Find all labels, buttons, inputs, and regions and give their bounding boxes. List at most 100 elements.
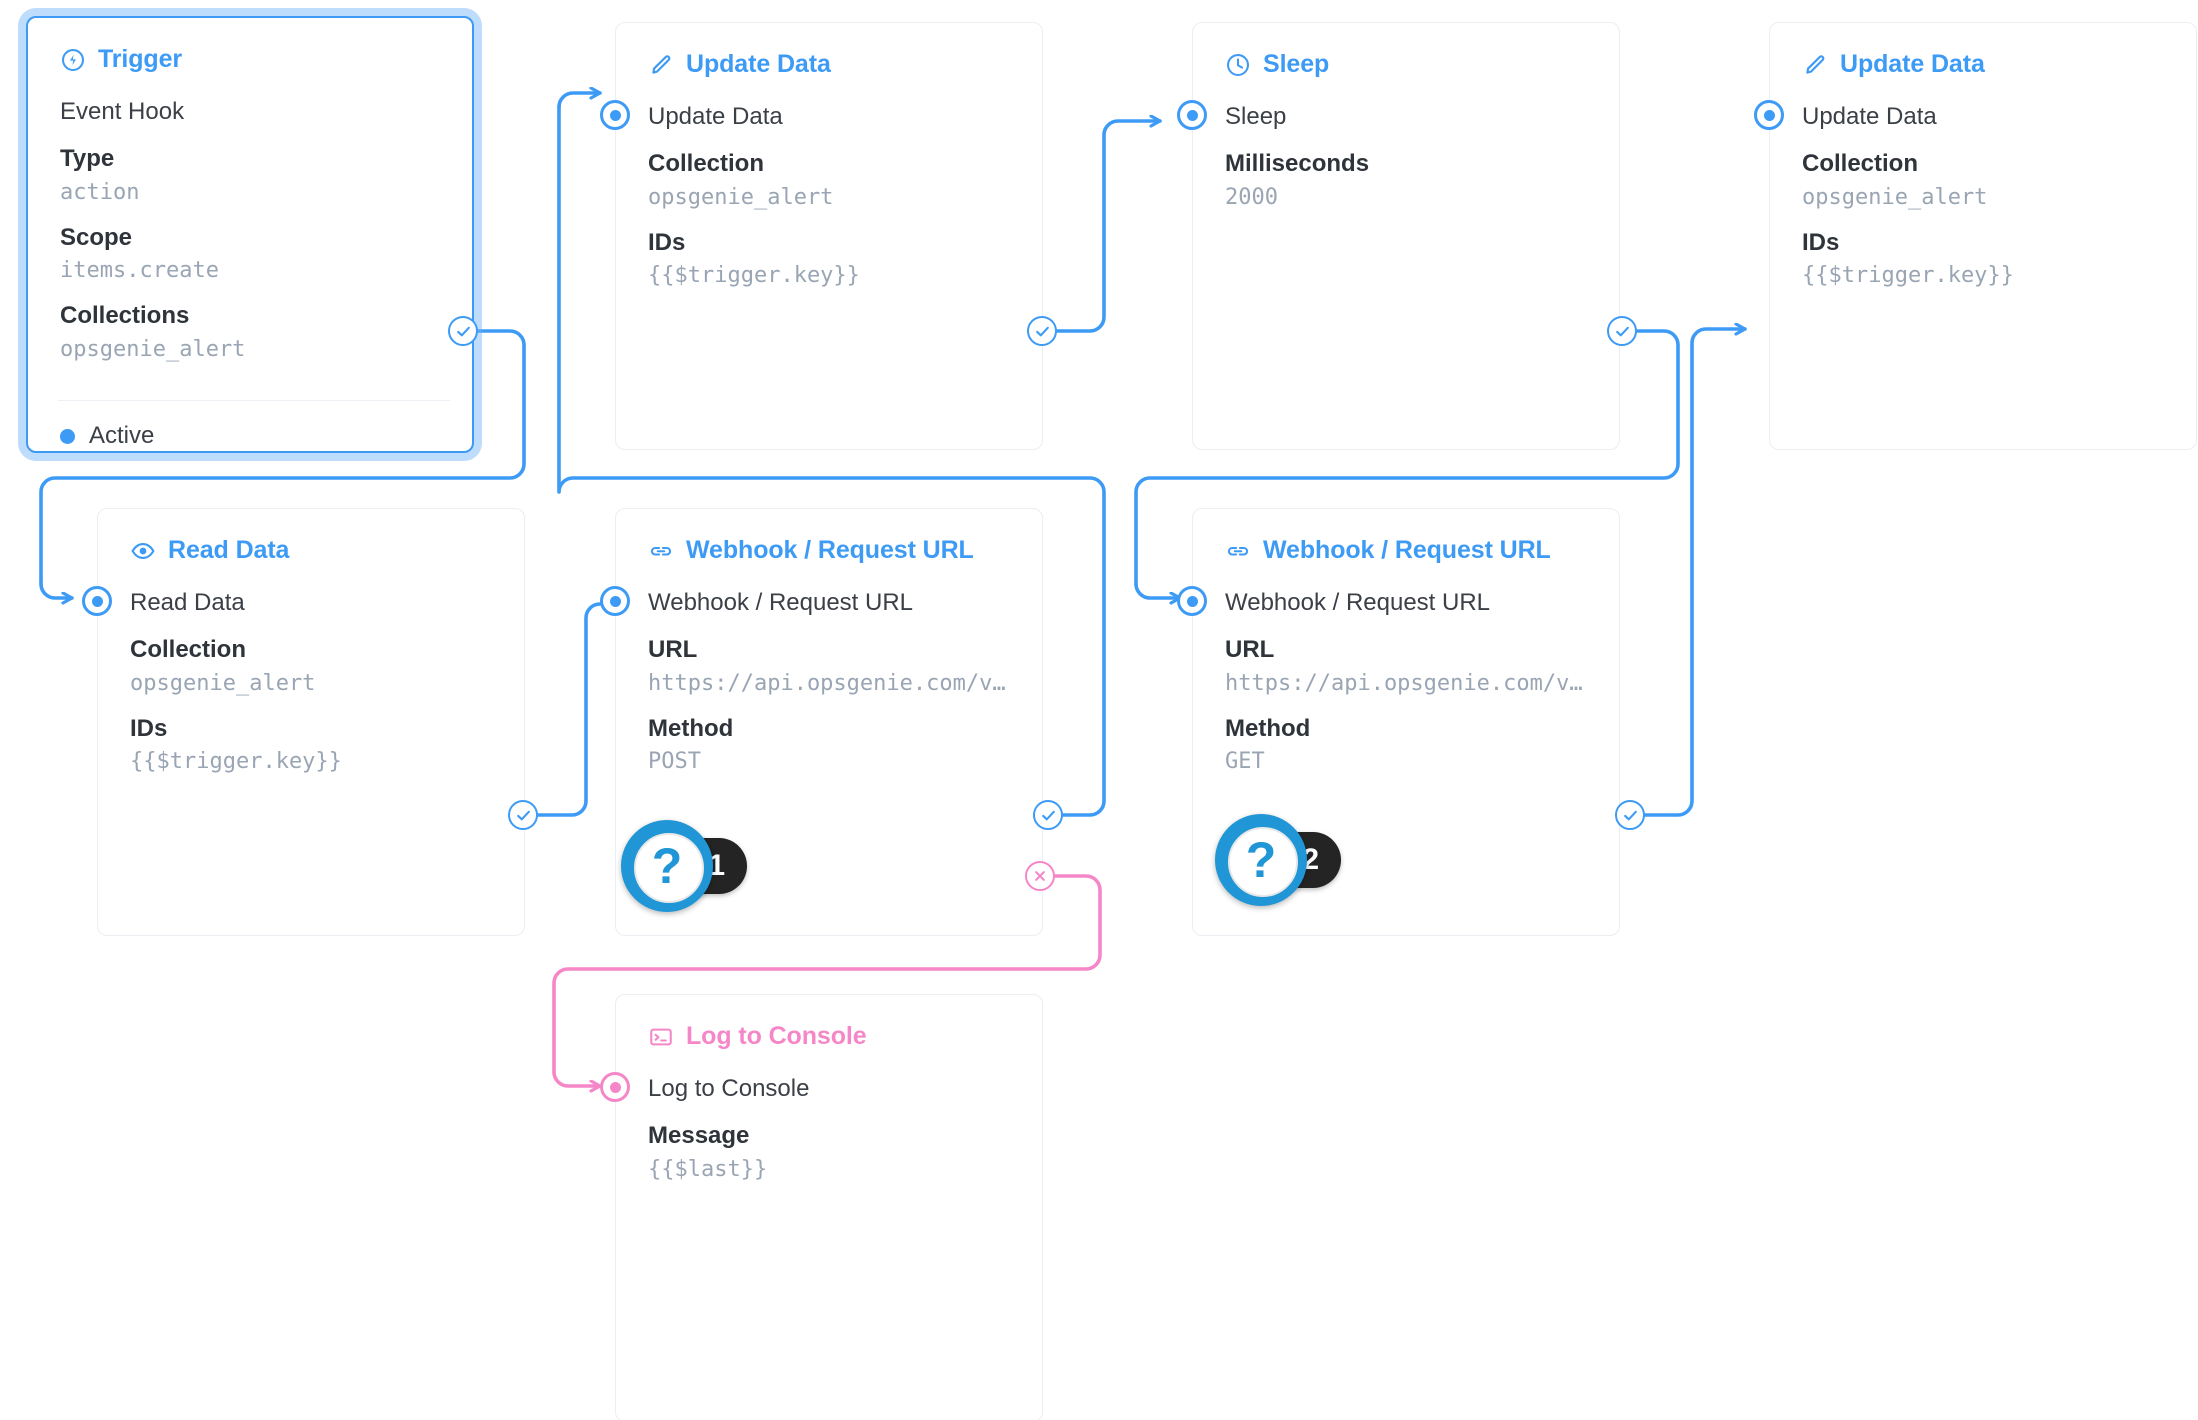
resolve-port-sleep[interactable] (1607, 316, 1637, 346)
node-header-webhook-get: Webhook / Request URL (1193, 509, 1619, 565)
resolve-port-update-data-1[interactable] (1027, 316, 1057, 346)
field-value-message: {{$last}} (648, 1156, 768, 1182)
field-value-ids: {{$trigger.key}} (130, 749, 342, 775)
node-row-name: Update Data (1802, 103, 1937, 130)
field-label-milliseconds: Milliseconds (1225, 150, 1370, 177)
field-value-method: POST (648, 749, 701, 775)
node-card-update-data-2[interactable]: Update Data Update Data Collection opsge… (1769, 22, 2197, 450)
node-header-log-to-console: Log to Console (616, 995, 1042, 1051)
reject-port-webhook-post[interactable] (1025, 861, 1055, 891)
input-port-read-data[interactable] (82, 586, 112, 616)
node-title: Webhook / Request URL (686, 536, 974, 564)
node-card-read-data[interactable]: Read Data Read Data Collection opsgenie_… (97, 508, 525, 936)
card-divider (58, 400, 450, 401)
node-title: Log to Console (686, 1022, 867, 1050)
field-label-collections: Collections (60, 302, 190, 330)
help-badge-2[interactable]: 2 ? (1215, 814, 1341, 906)
node-row-name: Read Data (130, 589, 245, 616)
node-row-name: Webhook / Request URL (1225, 589, 1491, 616)
field-value-collection: opsgenie_alert (648, 184, 834, 210)
field-value-collection: opsgenie_alert (1802, 184, 1988, 210)
node-header-webhook-post: Webhook / Request URL (616, 509, 1042, 565)
field-label-collection: Collection (648, 150, 765, 177)
link-icon (1225, 538, 1251, 564)
pencil-icon (1802, 52, 1828, 78)
input-port-sleep[interactable] (1177, 100, 1207, 130)
field-value-method: GET (1225, 749, 1265, 775)
help-question-symbol: ? (1245, 832, 1277, 888)
node-body-webhook-post: Webhook / Request URL URL https://api.op… (616, 565, 1042, 778)
node-card-log-to-console[interactable]: Log to Console Log to Console Message {{… (615, 994, 1043, 1420)
node-header-trigger: Trigger (28, 18, 472, 74)
node-title: Update Data (686, 50, 831, 78)
link-icon (648, 538, 674, 564)
node-header-sleep: Sleep (1193, 23, 1619, 79)
field-value-type: action (60, 179, 140, 205)
node-row-name: Log to Console (648, 1075, 810, 1102)
field-value-url: https://api.opsgenie.com/v… (648, 670, 1006, 696)
help-question-icon[interactable]: ? (621, 820, 713, 912)
status-label: Active (89, 422, 155, 449)
node-card-update-data-1[interactable]: Update Data Update Data Collection opsge… (615, 22, 1043, 450)
help-question-icon[interactable]: ? (1215, 814, 1307, 906)
node-body-sleep: Sleep Milliseconds 2000 (1193, 79, 1619, 214)
field-value-ids: {{$trigger.key}} (1802, 263, 2014, 289)
field-label-type: Type (60, 145, 115, 172)
node-title: Read Data (168, 536, 290, 564)
node-row-name: Event Hook (60, 98, 185, 125)
resolve-port-webhook-get[interactable] (1615, 800, 1645, 830)
help-badge-1[interactable]: 1 ? (621, 820, 747, 912)
node-body-trigger: Event Hook Type action Scope items.creat… (28, 74, 472, 366)
field-label-message: Message (648, 1122, 750, 1149)
node-body-log-to-console: Log to Console Message {{$last}} (616, 1051, 1042, 1186)
resolve-port-trigger[interactable] (448, 316, 478, 346)
field-value-collections: opsgenie_alert (60, 337, 246, 363)
field-label-ids: IDs (648, 228, 686, 256)
node-header-update-data-2: Update Data (1770, 23, 2196, 79)
node-body-webhook-get: Webhook / Request URL URL https://api.op… (1193, 565, 1619, 778)
node-row-name: Update Data (648, 103, 783, 130)
field-label-method: Method (648, 714, 734, 742)
pencil-icon (648, 52, 674, 78)
resolve-port-webhook-post[interactable] (1033, 800, 1063, 830)
clock-icon (1225, 52, 1251, 78)
node-body-update-data-2: Update Data Collection opsgenie_alert ID… (1770, 79, 2196, 292)
node-title: Sleep (1263, 50, 1330, 78)
field-label-ids: IDs (130, 714, 168, 742)
field-value-ids: {{$trigger.key}} (648, 263, 860, 289)
node-body-update-data-1: Update Data Collection opsgenie_alert ID… (616, 79, 1042, 292)
node-row-name: Sleep (1225, 103, 1287, 130)
field-label-url: URL (648, 636, 698, 663)
node-header-update-data-1: Update Data (616, 23, 1042, 79)
field-value-url: https://api.opsgenie.com/v… (1225, 670, 1583, 696)
field-value-milliseconds: 2000 (1225, 184, 1278, 210)
status-dot-icon (60, 428, 75, 444)
node-header-read-data: Read Data (98, 509, 524, 565)
node-title: Webhook / Request URL (1263, 536, 1551, 564)
input-port-log-to-console[interactable] (600, 1072, 630, 1102)
eye-icon (130, 538, 156, 564)
node-card-trigger[interactable]: Trigger Event Hook Type action Scope ite… (26, 16, 474, 453)
lightning-circle-icon (60, 47, 86, 73)
field-value-scope: items.create (60, 258, 219, 284)
field-label-url: URL (1225, 636, 1275, 663)
field-label-collection: Collection (130, 636, 247, 663)
input-port-webhook-get[interactable] (1177, 586, 1207, 616)
resolve-port-read-data[interactable] (508, 800, 538, 830)
field-label-collection: Collection (1802, 150, 1919, 177)
help-question-symbol: ? (651, 838, 683, 894)
input-port-update-data-2[interactable] (1754, 100, 1784, 130)
field-value-collection: opsgenie_alert (130, 670, 316, 696)
node-card-sleep[interactable]: Sleep Sleep Milliseconds 2000 (1192, 22, 1620, 450)
field-label-ids: IDs (1802, 228, 1840, 256)
node-title: Update Data (1840, 50, 1985, 78)
node-body-read-data: Read Data Collection opsgenie_alert IDs … (98, 565, 524, 778)
input-port-update-data-1[interactable] (600, 100, 630, 130)
status-badge: Active (60, 422, 154, 450)
node-title: Trigger (98, 45, 183, 73)
input-port-webhook-post[interactable] (600, 586, 630, 616)
field-label-method: Method (1225, 714, 1311, 742)
console-icon (648, 1024, 674, 1050)
field-label-scope: Scope (60, 223, 133, 251)
